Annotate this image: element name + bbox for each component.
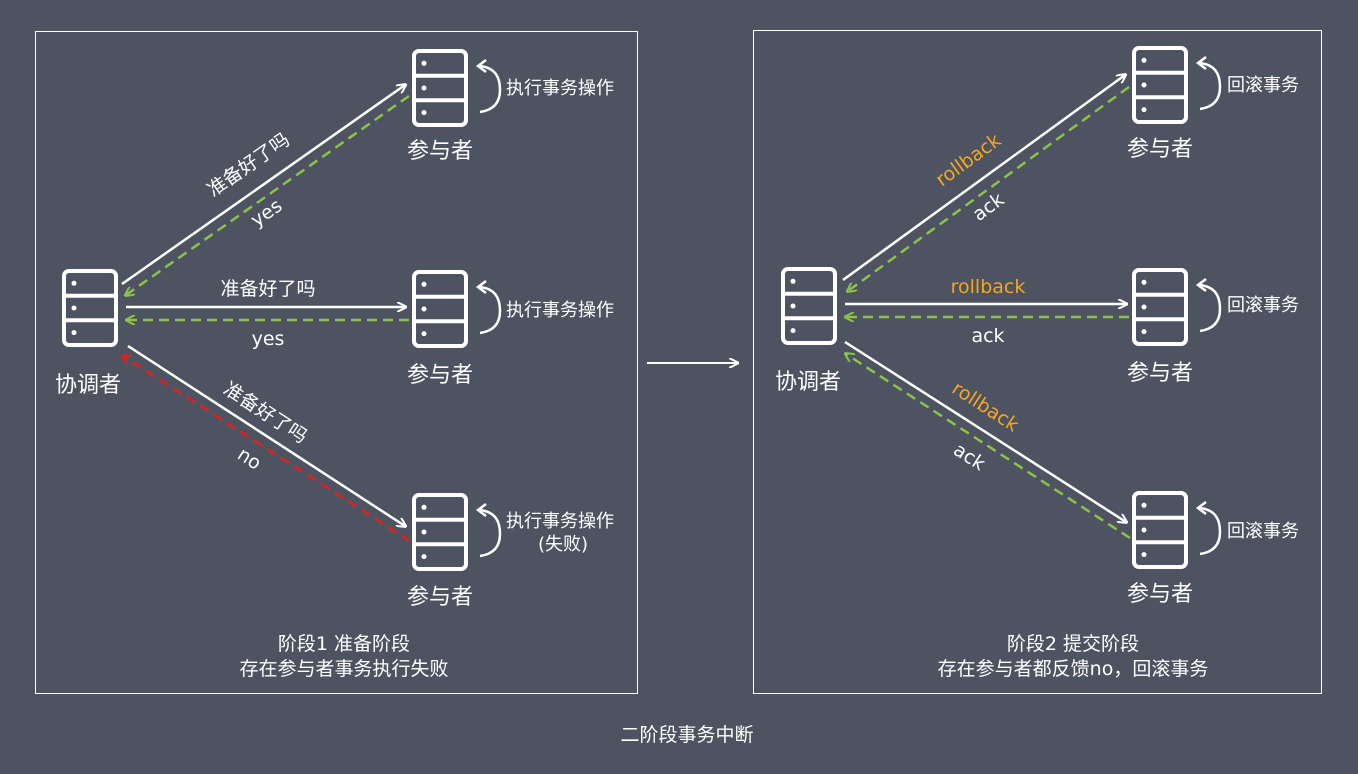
server-icon — [1132, 268, 1188, 346]
server-icon — [412, 49, 468, 127]
reply-label: yes — [247, 195, 287, 232]
action-label: 执行事务操作 — [506, 300, 614, 321]
reply-label: no — [233, 443, 265, 474]
loop-arrow-icon — [1196, 277, 1222, 333]
action-label: 回滚事务 — [1227, 75, 1299, 96]
server-icon — [1132, 491, 1188, 569]
participant-label: 参与者 — [1127, 137, 1193, 162]
participant-label: 参与者 — [407, 585, 473, 610]
rollback-label: rollback — [951, 276, 1026, 298]
phase1-caption-line2: 存在参与者事务执行失败 — [239, 658, 448, 680]
phase2-caption-line2: 存在参与者都反馈no，回滚事务 — [938, 658, 1209, 680]
diagram-title: 二阶段事务中断 — [620, 724, 753, 746]
reply-arrow — [848, 85, 1130, 291]
loop-arrow-icon — [476, 279, 502, 335]
server-icon — [781, 267, 837, 345]
request-arrow — [127, 344, 405, 526]
action-label: 回滚事务 — [1227, 295, 1299, 316]
request-label: 准备好了吗 — [203, 129, 293, 202]
server-icon — [62, 269, 118, 347]
ack-label: ack — [971, 325, 1004, 347]
action-label: 执行事务操作 — [506, 78, 614, 99]
action-label: 执行事务操作 — [506, 511, 614, 532]
server-icon — [412, 270, 468, 348]
reply-arrow — [846, 354, 1131, 540]
request-arrow — [844, 340, 1126, 522]
loop-arrow-icon — [476, 502, 502, 558]
action-label: 回滚事务 — [1227, 521, 1299, 542]
request-label: 准备好了吗 — [220, 278, 315, 300]
request-arrow — [842, 75, 1125, 282]
action-note: (失败) — [538, 534, 588, 555]
phase2-caption-line1: 阶段2 提交阶段 — [1007, 633, 1139, 655]
ack-label: ack — [969, 189, 1009, 226]
loop-arrow-icon — [1196, 55, 1222, 111]
participant-label: 参与者 — [1127, 361, 1193, 386]
rollback-label: rollback — [932, 129, 1005, 191]
loop-arrow-icon — [476, 58, 502, 114]
phase2-panel — [753, 30, 1322, 694]
reply-arrow — [126, 94, 410, 295]
coordinator-label: 协调者 — [775, 370, 841, 395]
reply-label: yes — [252, 328, 285, 350]
participant-label: 参与者 — [1127, 582, 1193, 607]
phase1-panel — [35, 31, 638, 694]
participant-label: 参与者 — [407, 139, 473, 164]
coordinator-label: 协调者 — [55, 373, 121, 398]
server-icon — [1132, 46, 1188, 124]
participant-label: 参与者 — [407, 363, 473, 388]
ack-label: ack — [949, 439, 989, 475]
reply-arrow-no — [123, 356, 411, 543]
request-arrow — [121, 85, 405, 286]
rollback-label: rollback — [948, 377, 1023, 436]
loop-arrow-icon — [1196, 500, 1222, 556]
server-icon — [412, 493, 468, 571]
phase1-caption-line1: 阶段1 准备阶段 — [278, 633, 410, 655]
